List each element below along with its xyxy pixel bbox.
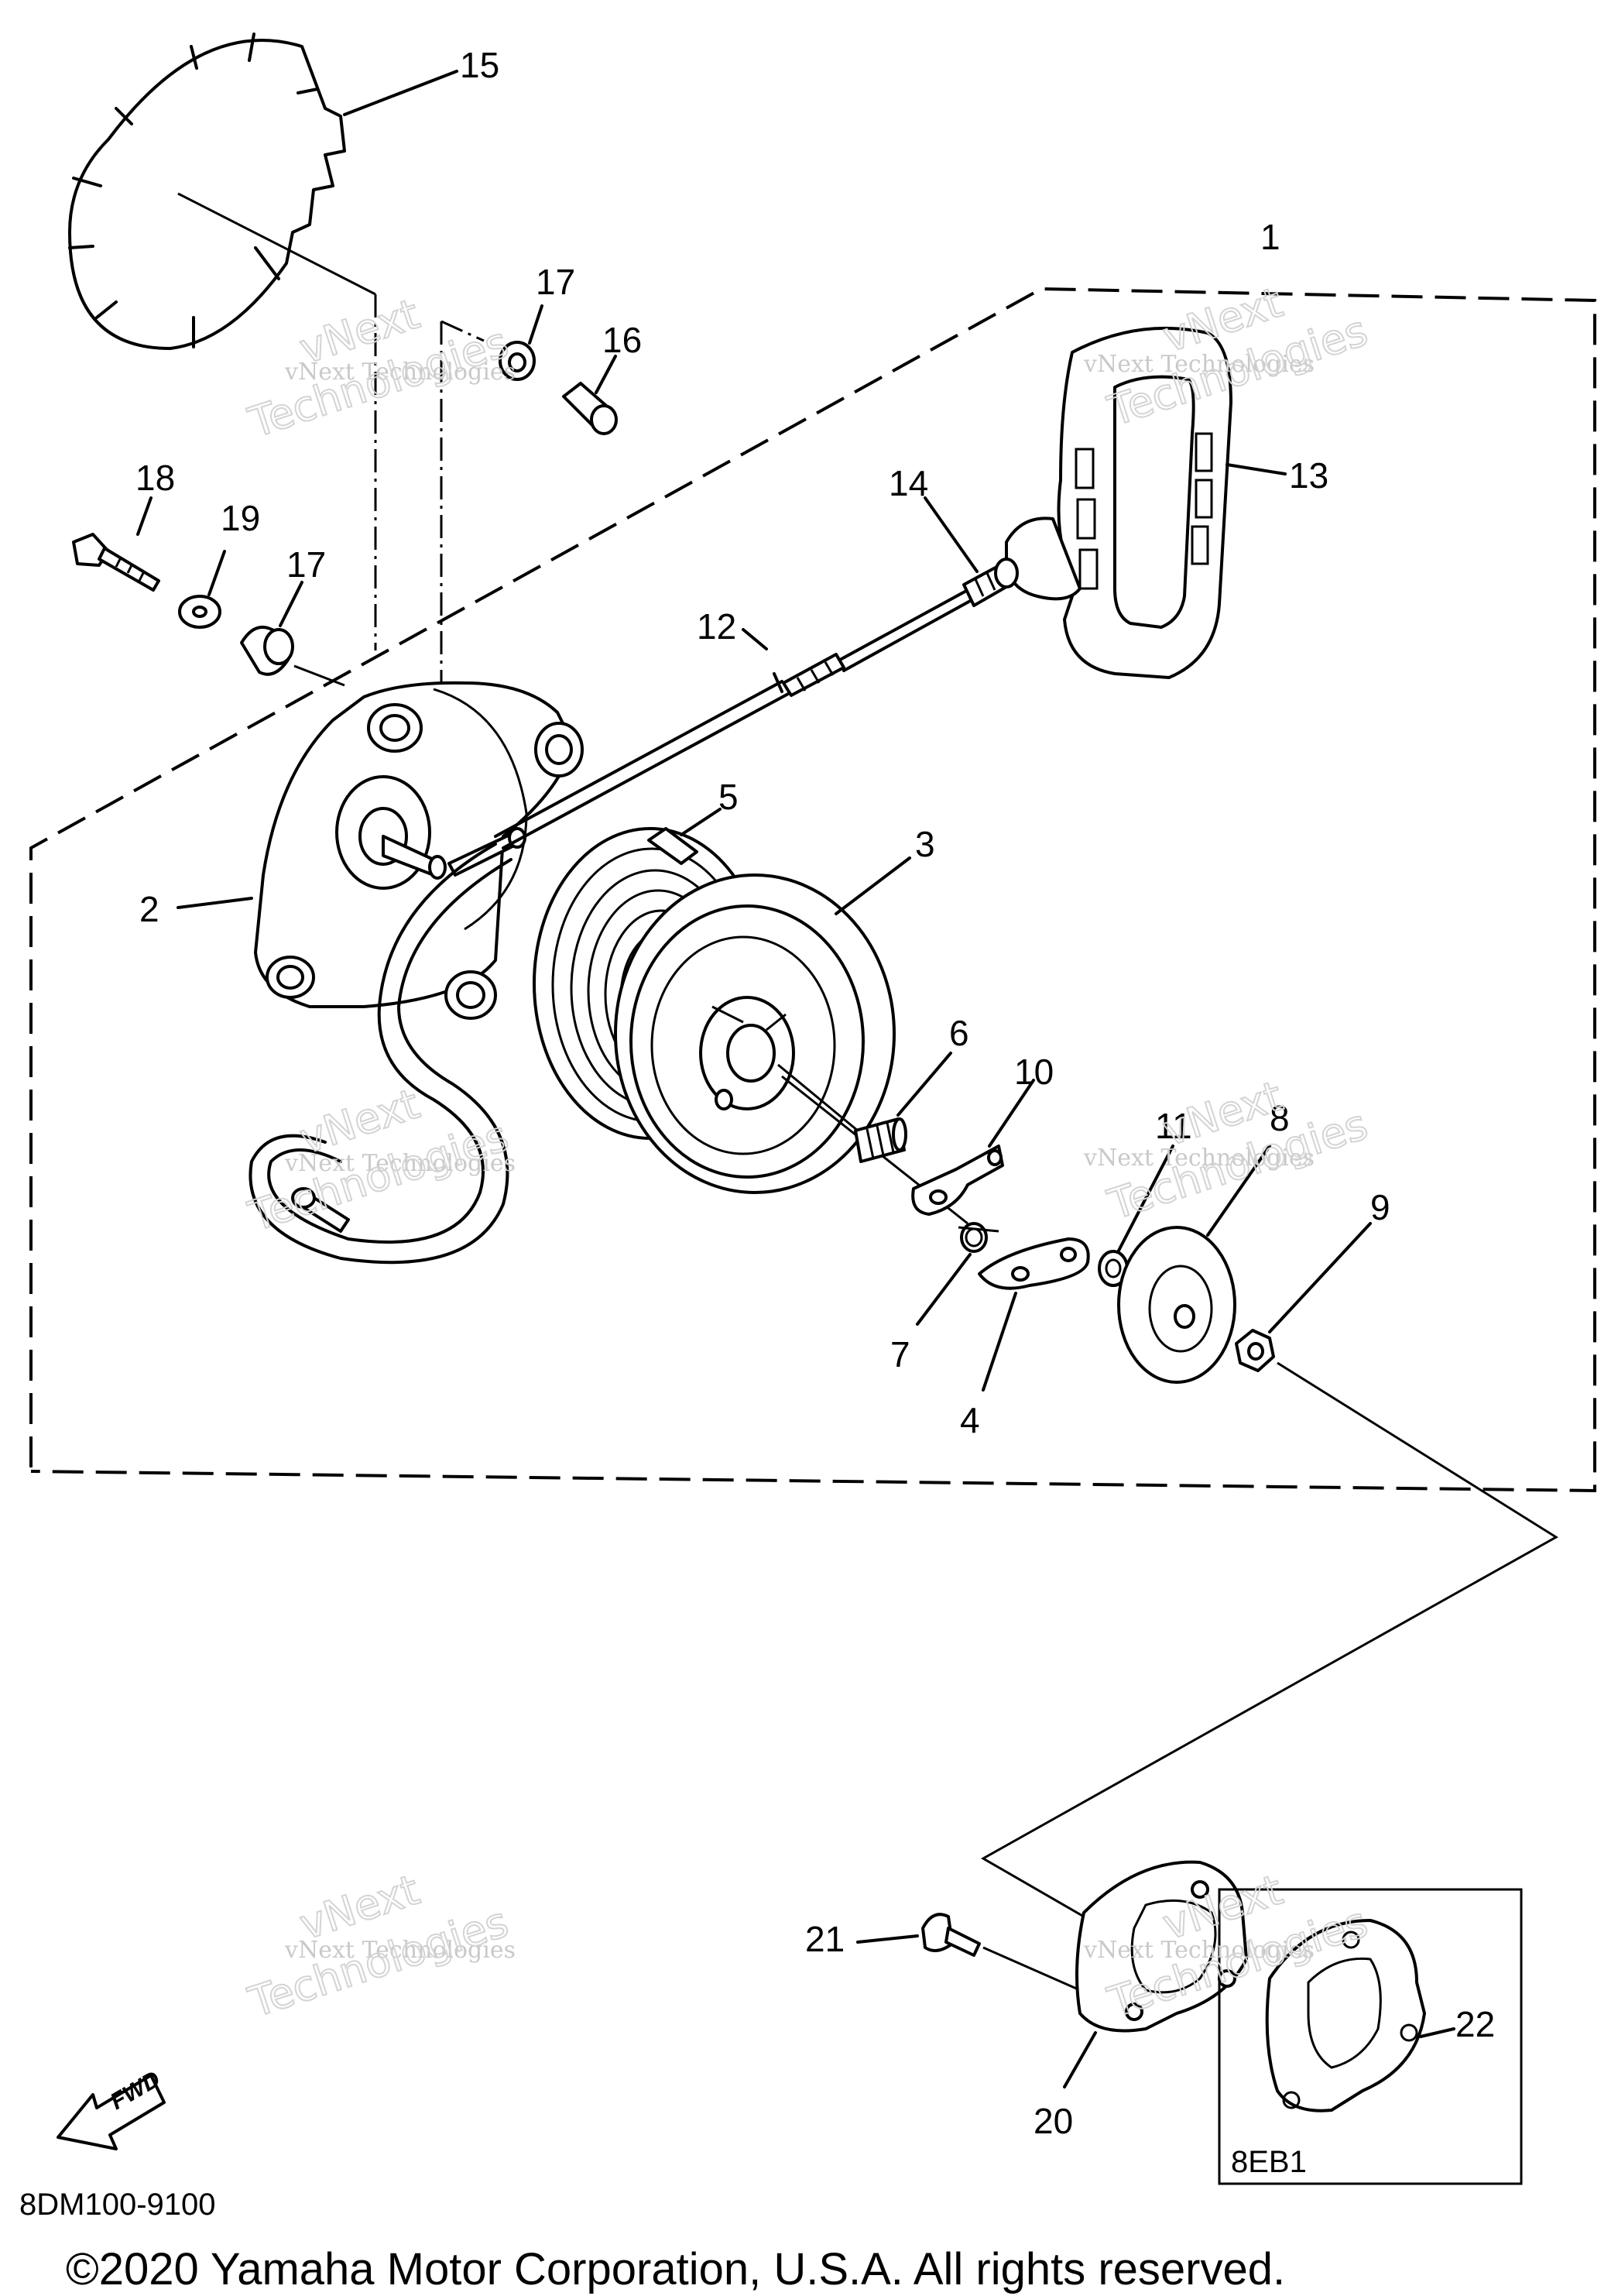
callout-5: 5 — [718, 777, 739, 817]
diagram-code: 8DM100-9100 — [19, 2188, 216, 2222]
callout-15: 15 — [460, 45, 499, 85]
callout-4: 4 — [960, 1400, 980, 1440]
part-2-starter-case — [254, 681, 584, 1020]
callout-9: 9 — [1370, 1187, 1390, 1227]
part-7-spring — [958, 1222, 999, 1253]
svg-text:vNext Technologies: vNext Technologies — [284, 1150, 516, 1177]
part-17-bushing-top — [499, 341, 536, 381]
callout-14: 14 — [889, 463, 928, 503]
part-19-washer — [178, 595, 221, 629]
svg-text:vNext Technologies: vNext Technologies — [1083, 1937, 1315, 1964]
svg-text:vNext Technologies: vNext Technologies — [1083, 351, 1315, 378]
part-9-nut — [1235, 1329, 1275, 1372]
callout-8: 8 — [1270, 1098, 1290, 1138]
part-21-bolt — [921, 1913, 981, 1957]
callout-2: 2 — [139, 889, 159, 929]
part-18-bolt — [72, 533, 160, 592]
part-20-cover — [1075, 1860, 1248, 2033]
callout-17-top: 17 — [536, 262, 575, 302]
callout-16: 16 — [602, 320, 642, 360]
fwd-arrow-icon: FWD — [57, 2066, 166, 2150]
variant-box-8eb1 — [1218, 1888, 1523, 2185]
watermark-mid-left: vNext vNext Technologies Technologies — [242, 1079, 516, 1242]
callout-10: 10 — [1014, 1052, 1054, 1092]
part-6-spring — [854, 1117, 907, 1163]
part-12-starter-rope — [249, 589, 973, 1265]
callout-19: 19 — [221, 498, 260, 538]
part-17-bushing-lower — [240, 626, 294, 676]
copyright-notice: ©2020 Yamaha Motor Corporation, U.S.A. A… — [66, 2244, 1285, 2294]
callout-20: 20 — [1034, 2101, 1073, 2141]
svg-text:vNext Technologies: vNext Technologies — [1083, 1145, 1315, 1172]
callout-6: 6 — [949, 1013, 969, 1053]
part-13-handle — [1005, 326, 1232, 679]
callout-12: 12 — [697, 606, 736, 647]
callout-22: 22 — [1455, 2004, 1495, 2044]
part-16-collar — [562, 382, 618, 435]
callout-18: 18 — [135, 458, 175, 498]
variant-box-label: 8EB1 — [1231, 2145, 1307, 2179]
part-8-friction-plate — [1117, 1226, 1236, 1384]
assembly-dashed-boundary — [29, 287, 1596, 1493]
callout-17-lower: 17 — [286, 544, 326, 585]
part-3-drive-pulley — [614, 873, 896, 1194]
watermark-top-left: vNext vNext Technologies Technologies — [242, 289, 516, 448]
callout-13: 13 — [1289, 455, 1328, 496]
svg-text:vNext Technologies: vNext Technologies — [284, 1937, 516, 1964]
part-14-rope-stopper — [962, 558, 1019, 607]
part-10-guide — [911, 1145, 1004, 1216]
part-4-ratchet — [978, 1237, 1090, 1290]
callout-7: 7 — [890, 1334, 910, 1375]
part-15-decal — [68, 33, 376, 350]
part-22-gasket — [1265, 1919, 1426, 2112]
watermark-bottom-left: vNext vNext Technologies Technologies — [242, 1865, 516, 2028]
callout-1: 1 — [1260, 217, 1280, 257]
callout-21: 21 — [805, 1919, 845, 1959]
svg-text:vNext Technologies: vNext Technologies — [284, 359, 516, 386]
callout-11: 11 — [1155, 1106, 1192, 1146]
callout-3: 3 — [915, 824, 935, 864]
